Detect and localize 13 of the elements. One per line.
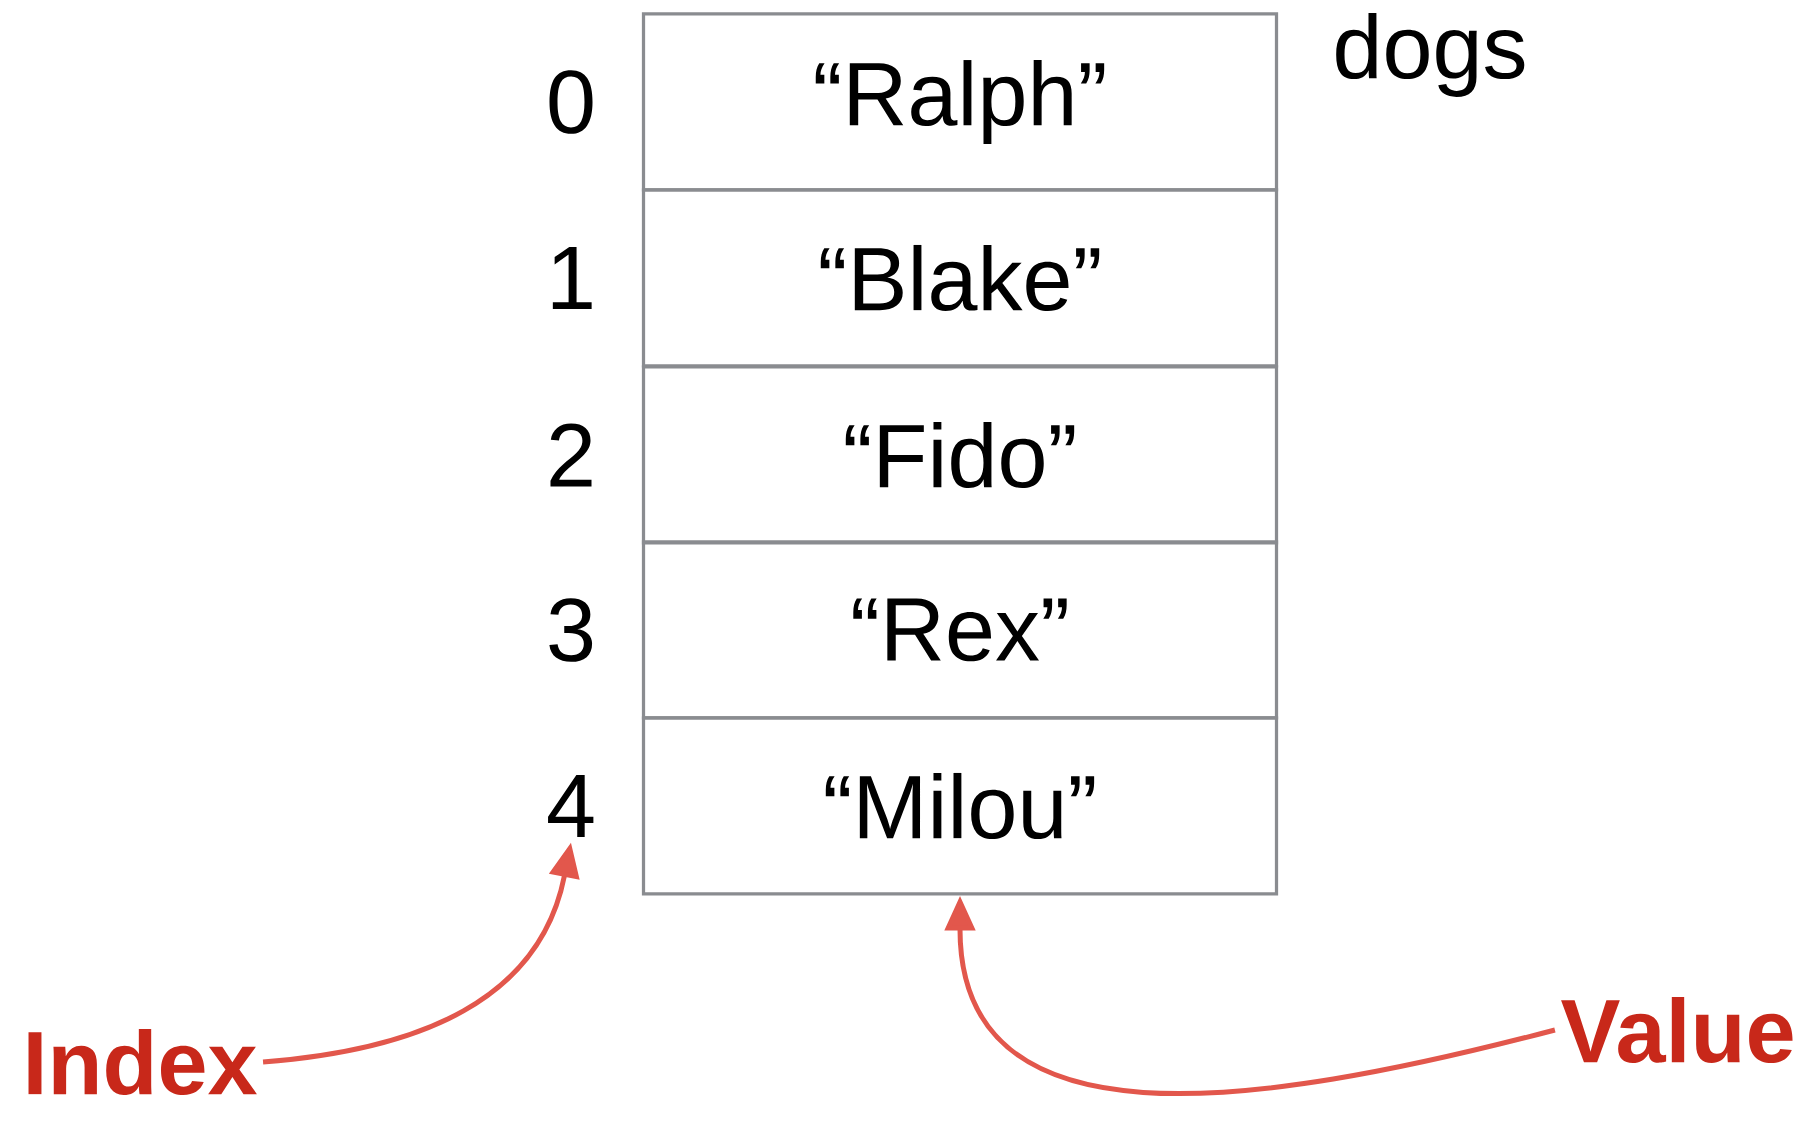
index-number: 0 xyxy=(549,70,593,134)
array-cell: “Fido” xyxy=(641,365,1279,545)
callout-label: Index xyxy=(28,1028,257,1096)
index-number: 1 xyxy=(552,247,592,309)
array-cell: “Milou” xyxy=(641,716,1279,896)
array-cell: “Ralph” xyxy=(641,12,1279,192)
variable-name: dogs xyxy=(1336,13,1525,97)
index-number: 4 xyxy=(548,775,594,837)
index-number: 2 xyxy=(550,423,592,487)
array-cell: “Rex” xyxy=(641,540,1279,720)
array-cell: “Blake” xyxy=(641,188,1279,368)
callout-label: Value xyxy=(1561,996,1793,1064)
index-number: 3 xyxy=(549,598,593,662)
